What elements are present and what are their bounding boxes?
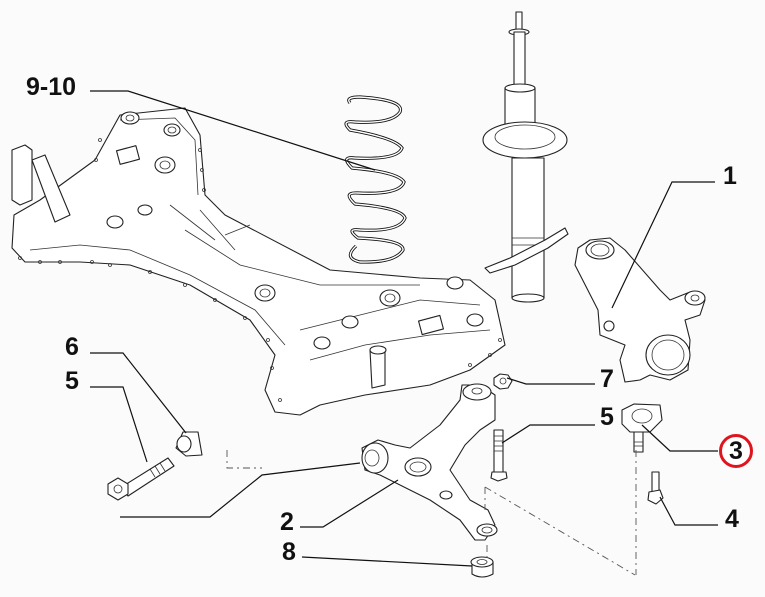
callout-3-highlighted[interactable]: 3 [719,434,753,468]
bushing-8[interactable] [470,556,494,578]
bolt-5-left[interactable] [107,457,175,501]
bolt-5-right[interactable] [490,429,508,482]
subframe[interactable] [11,107,506,416]
callout-7[interactable]: 7 [600,365,614,393]
control-arm[interactable] [361,383,498,541]
callout-5-right[interactable]: 5 [600,403,614,431]
callout-3-label: 3 [729,436,743,465]
shock-absorber[interactable] [482,11,569,303]
steering-knuckle[interactable] [574,237,706,383]
coil-spring[interactable] [344,95,407,264]
callout-4[interactable]: 4 [725,505,739,533]
callout-5-left[interactable]: 5 [65,367,79,395]
subframe-rivets [18,138,502,402]
callout-9-10[interactable]: 9-10 [26,73,77,101]
callout-6[interactable]: 6 [65,333,79,361]
leader-lines [90,90,718,567]
ball-joint[interactable] [621,403,663,453]
nut-7[interactable] [493,373,513,390]
bushing-insert-6[interactable] [175,431,203,457]
callout-2[interactable]: 2 [280,508,294,536]
subframe-mounts [106,111,484,389]
screw-4[interactable] [647,471,664,505]
callout-8[interactable]: 8 [282,538,296,566]
callout-1[interactable]: 1 [723,162,737,190]
alignment-lines [226,450,637,576]
